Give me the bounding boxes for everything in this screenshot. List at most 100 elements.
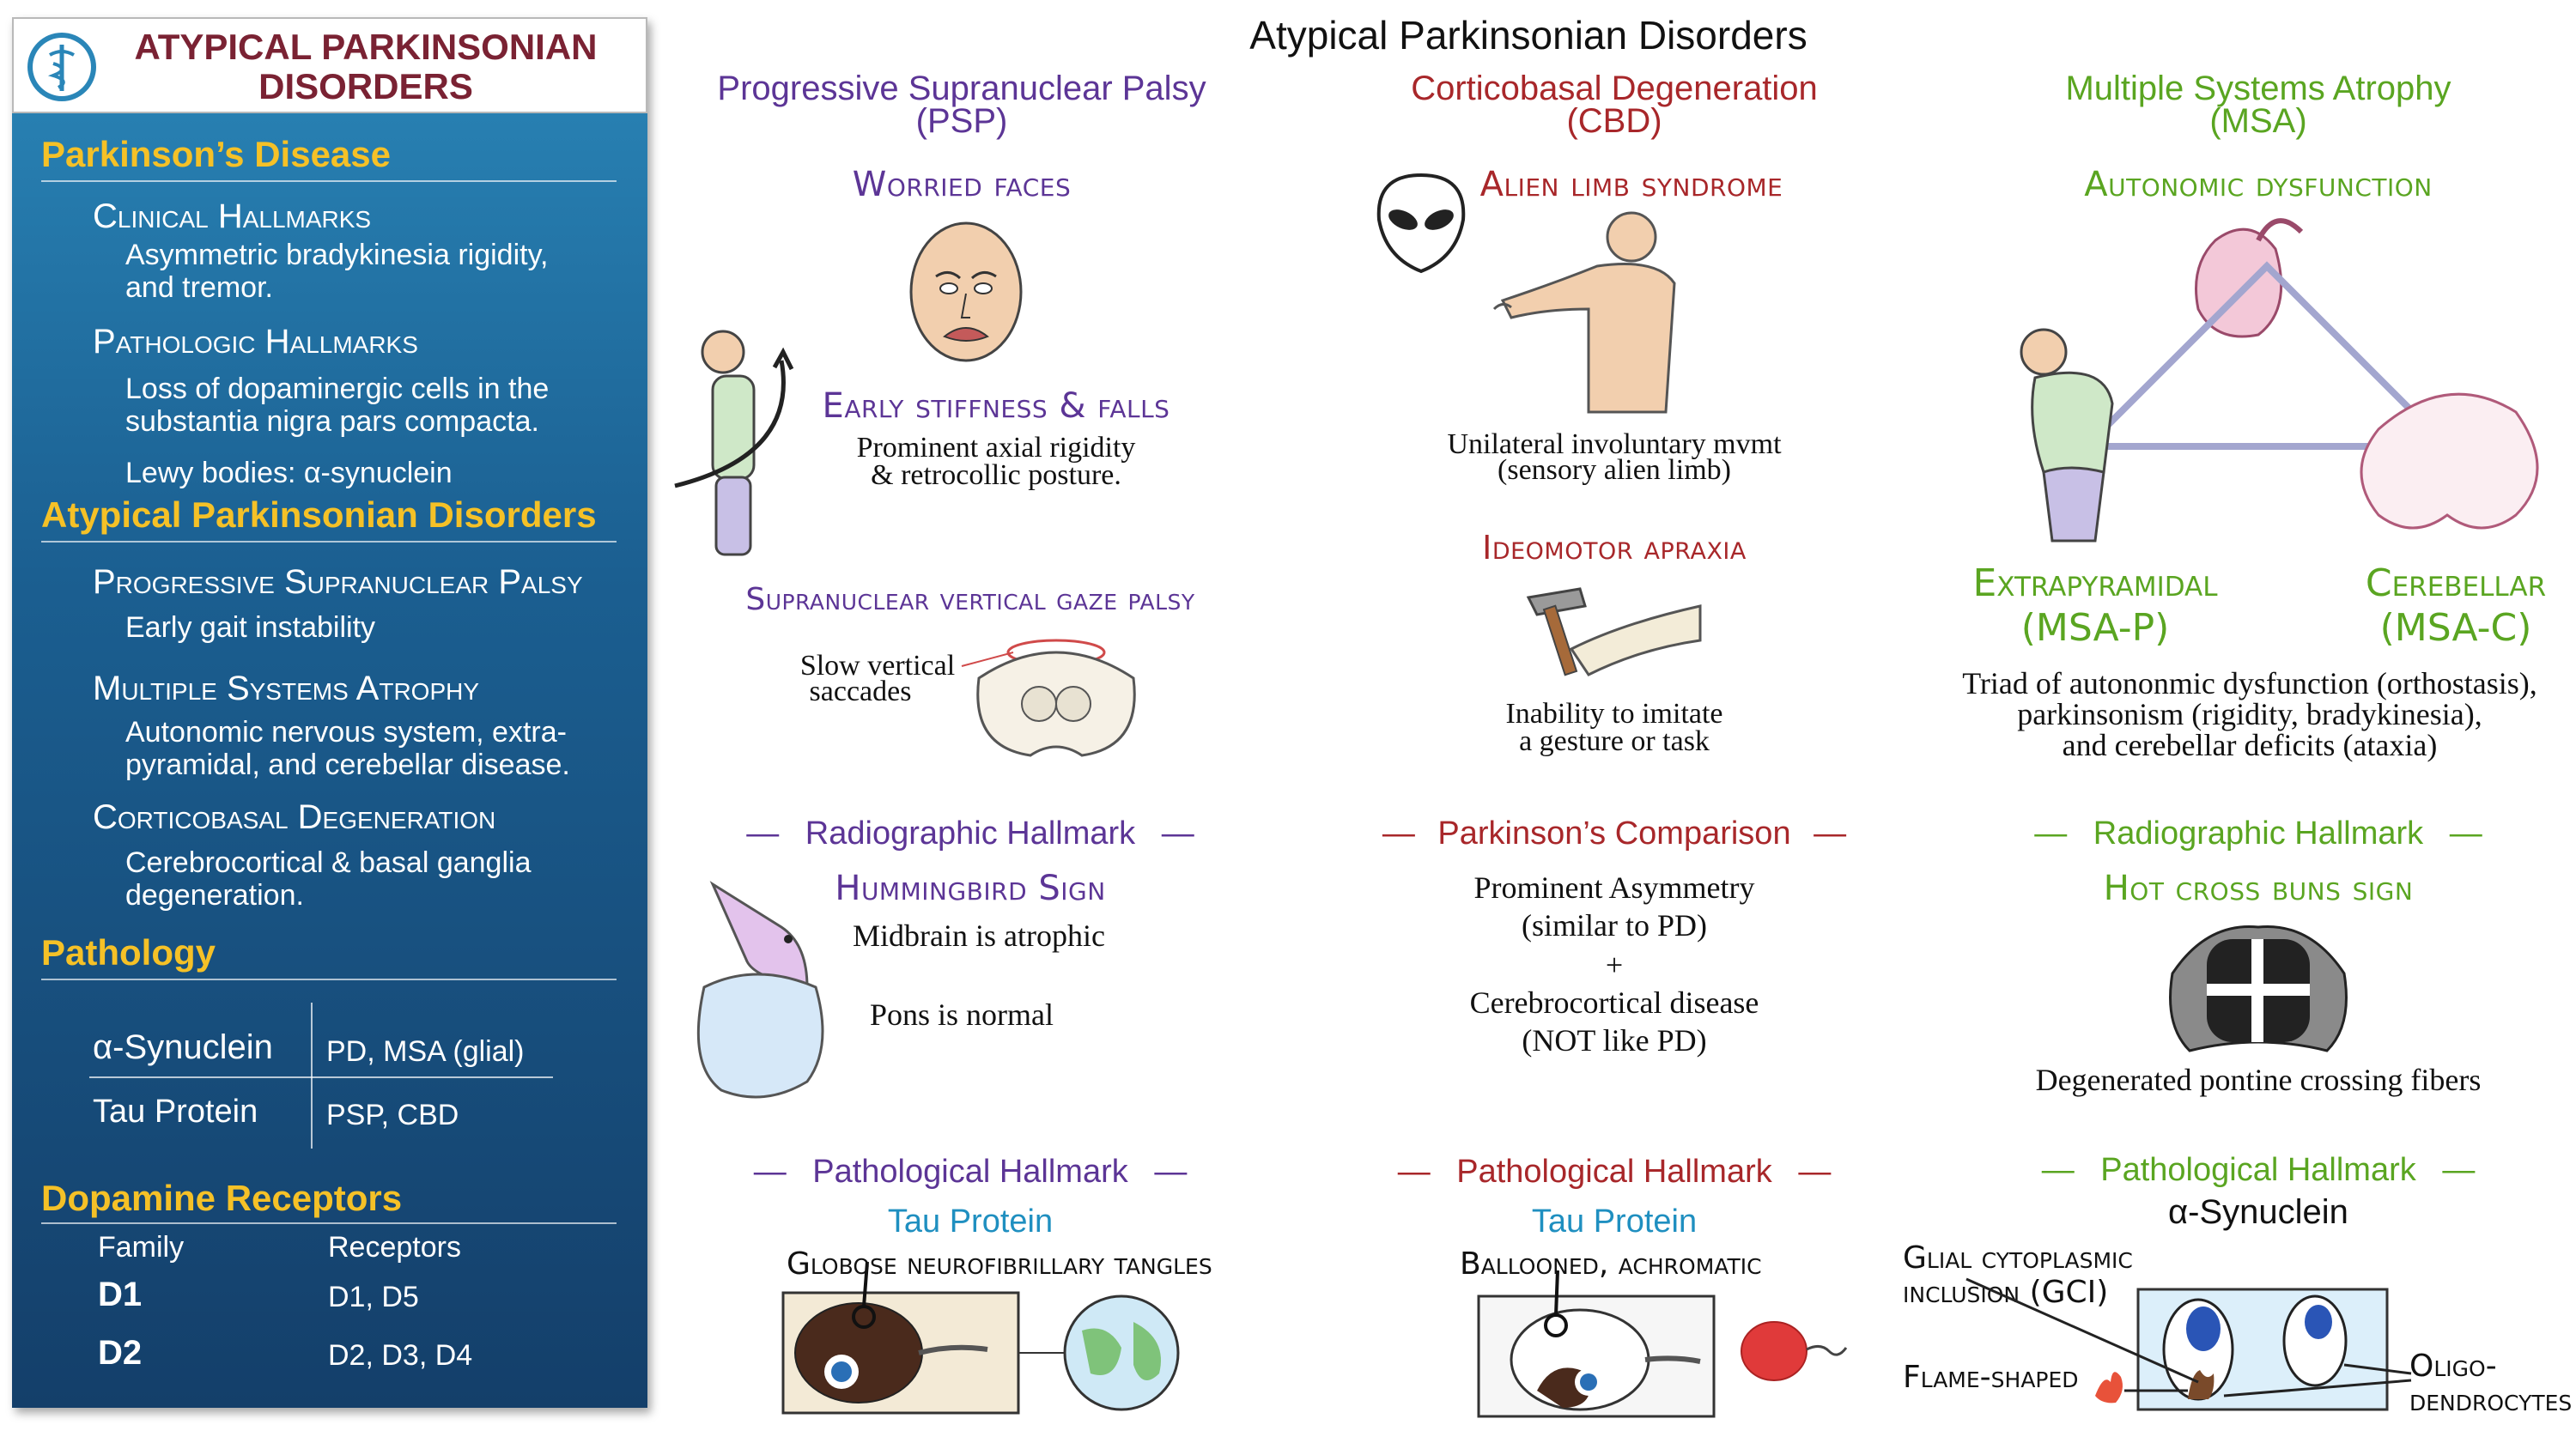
cbd-path-head-text: Pathological Hallmark [1456, 1154, 1772, 1190]
dash-left: — [2034, 815, 2068, 852]
pathology-table-divider [311, 1003, 313, 1149]
comparison-line3: Cerebrocortical disease [1469, 985, 1759, 1020]
msa-title-line1: Multiple Systems Atrophy [2065, 70, 2451, 107]
pathology-table: α-Synuclein PD, MSA (glial) Tau Protein … [81, 1003, 596, 1149]
msa-sidebar-line2: pyramidal, and cerebellar disease. [125, 749, 570, 781]
psp-pathological-heading: — Pathological Hallmark — [713, 1154, 1228, 1191]
synuclein-value: PD, MSA (glial) [326, 1035, 525, 1068]
d1-family: D1 [98, 1276, 143, 1313]
globose-neuron-icon [781, 1261, 1180, 1415]
axial-rigidity-line2: & retrocollic posture. [871, 459, 1121, 491]
apd-heading: Atypical Parkinsonian Disorders [41, 494, 597, 535]
cbd-sidebar-line1: Cerebrocortical & basal ganglia [125, 846, 532, 879]
dash-right: — [2442, 1152, 2476, 1188]
globose-tangles-label: Globose neurofibrillary tangles [787, 1246, 1212, 1282]
msa-title-line2: (MSA) [2209, 102, 2307, 140]
pathology-rule [41, 979, 617, 980]
cbd-sidebar-title: Corticobasal Degeneration [93, 798, 496, 836]
imitate-line1: Inability to imitate [1505, 698, 1723, 730]
sidebar-title-line2: DISORDERS [258, 66, 473, 106]
cbd-comparison-heading: — Parkinson’s Comparison — [1340, 815, 1889, 852]
cbd-tau-protein: Tau Protein [1531, 1203, 1698, 1240]
dash-right: — [2449, 815, 2482, 852]
dash-right: — [1161, 815, 1194, 852]
glial-inclusion-icon [1965, 1277, 2412, 1411]
cerebellar-label: Cerebellar (MSA-C) [2353, 561, 2559, 651]
psp-column-title: Progressive Supranuclear Palsy (PSP) [670, 70, 1254, 140]
clinical-line1: Asymmetric bradykinesia rigidity, [125, 239, 549, 271]
midbrain-atrophic-text: Midbrain is atrophic [853, 919, 1105, 953]
clinical-hallmarks-title: Clinical Hallmarks [93, 197, 372, 235]
extrapyramidal-label: Extrapyramidal (MSA-P) [1966, 561, 2224, 651]
oligo-line2: dendrocytes [2409, 1383, 2573, 1418]
dopamine-heading: Dopamine Receptors [41, 1178, 403, 1218]
cbd-pathological-heading: — Pathological Hallmark — [1340, 1154, 1889, 1191]
cbd-title-line2: (CBD) [1566, 102, 1662, 140]
saccade-line1: Slow vertical [799, 650, 956, 682]
hammer-hand-icon [1526, 587, 1702, 676]
dash-left: — [1382, 815, 1415, 852]
dash-right: — [1154, 1154, 1188, 1190]
autonomic-dysfunction-label: Autonomic dysfunction [2084, 165, 2433, 204]
msa-pathological-heading: — Pathological Hallmark — [2001, 1152, 2516, 1189]
imitate-line2: a gesture or task [1519, 725, 1710, 757]
caduceus-icon [27, 33, 96, 101]
msa-path-head-text: Pathological Hallmark [2100, 1152, 2416, 1188]
sidebar-title: ATYPICAL PARKINSONIAN DISORDERS [108, 27, 623, 106]
gci-line1: Glial cytoplasmic [1903, 1240, 2133, 1276]
lewy-bodies-text: Lewy bodies: α-synuclein [125, 457, 453, 489]
triad-line3: and cerebellar deficits (ataxia) [2062, 728, 2438, 762]
early-stiffness-label: Early stiffness & falls [822, 386, 1170, 426]
ballooned-label: Ballooned, achromatic [1460, 1246, 1762, 1282]
triad-line1: Triad of autononmic dysfunction (orthost… [1962, 666, 2537, 700]
msa-column-title: Multiple Systems Atrophy (MSA) [1966, 70, 2550, 140]
apd-rule [41, 541, 617, 543]
psp-path-head-text: Pathological Hallmark [812, 1154, 1128, 1190]
ideomotor-apraxia-label: Ideomotor apraxia [1482, 529, 1747, 567]
d2-receptors: D2, D3, D4 [328, 1339, 473, 1372]
msa-triad-diagram [2020, 218, 2539, 543]
comparison-line4: (NOT like PD) [1522, 1023, 1707, 1058]
msa-radiographic-heading: — Radiographic Hallmark — [2001, 815, 2516, 852]
gaze-palsy-label: Supranuclear vertical gaze palsy [745, 582, 1195, 617]
oligo-line1: Oligo- [2409, 1349, 2497, 1384]
hot-cross-buns-icon [2169, 925, 2348, 1052]
msa-radio-head-text: Radiographic Hallmark [2093, 815, 2424, 852]
pd-heading: Parkinson’s Disease [41, 134, 391, 174]
msa-sidebar-line1: Autonomic nervous system, extra- [125, 716, 567, 749]
d1-receptors: D1, D5 [328, 1281, 419, 1313]
psp-title-line1: Progressive Supranuclear Palsy [717, 70, 1206, 107]
triad-line2: parkinsonism (rigidity, bradykinesia), [2017, 697, 2482, 731]
psp-title-line2: (PSP) [915, 102, 1008, 140]
pathologic-line2: substantia nigra pars compacta. [125, 405, 539, 438]
psp-radio-head-text: Radiographic Hallmark [805, 815, 1136, 852]
oligodendrocytes-label: Oligo- dendrocytes [2409, 1349, 2573, 1418]
pd-rule [41, 180, 617, 182]
pathologic-hallmarks-title: Pathologic Hallmarks [93, 323, 418, 361]
extrapyramidal-line1: Extrapyramidal [1972, 561, 2218, 605]
dash-right: — [1798, 1154, 1832, 1190]
ballooned-neuron-icon [1477, 1270, 1848, 1418]
synuclein-label: α-Synuclein [93, 1028, 273, 1066]
flame-shaped-label: Flame-shaped [1903, 1360, 2079, 1395]
tau-label: Tau Protein [93, 1094, 258, 1130]
cbd-title-line1: Corticobasal Degeneration [1411, 70, 1818, 107]
dopamine-col-family: Family [98, 1231, 185, 1264]
sidebar-panel: ATYPICAL PARKINSONIAN DISORDERS Parkinso… [12, 17, 647, 1408]
stiff-person-figure [674, 330, 794, 556]
midbrain-cross-section-icon [961, 639, 1136, 757]
gci-line2: inclusion (GCI) [1903, 1275, 2109, 1310]
comparison-line2: (similar to PD) [1522, 908, 1707, 943]
psp-radiographic-heading: — Radiographic Hallmark — [713, 815, 1228, 852]
page-title: Atypical Parkinsonian Disorders [1249, 13, 1807, 58]
alien-limb-label: Alien limb syndrome [1479, 165, 1783, 204]
extrapyramidal-line2: (MSA-P) [2020, 606, 2170, 650]
axial-rigidity-line1: Prominent axial rigidity [856, 432, 1136, 464]
pathologic-line1: Loss of dopaminergic cells in the [125, 373, 550, 405]
saccade-line2: saccades [809, 676, 912, 707]
dopamine-col-receptors: Receptors [328, 1231, 461, 1264]
unilateral-line2: (sensory alien limb) [1498, 454, 1731, 486]
psp-sidebar-text: Early gait instability [125, 611, 376, 644]
msa-synuclein-label: α-Synuclein [2168, 1193, 2348, 1231]
cerebellar-line2: (MSA-C) [2379, 606, 2532, 650]
